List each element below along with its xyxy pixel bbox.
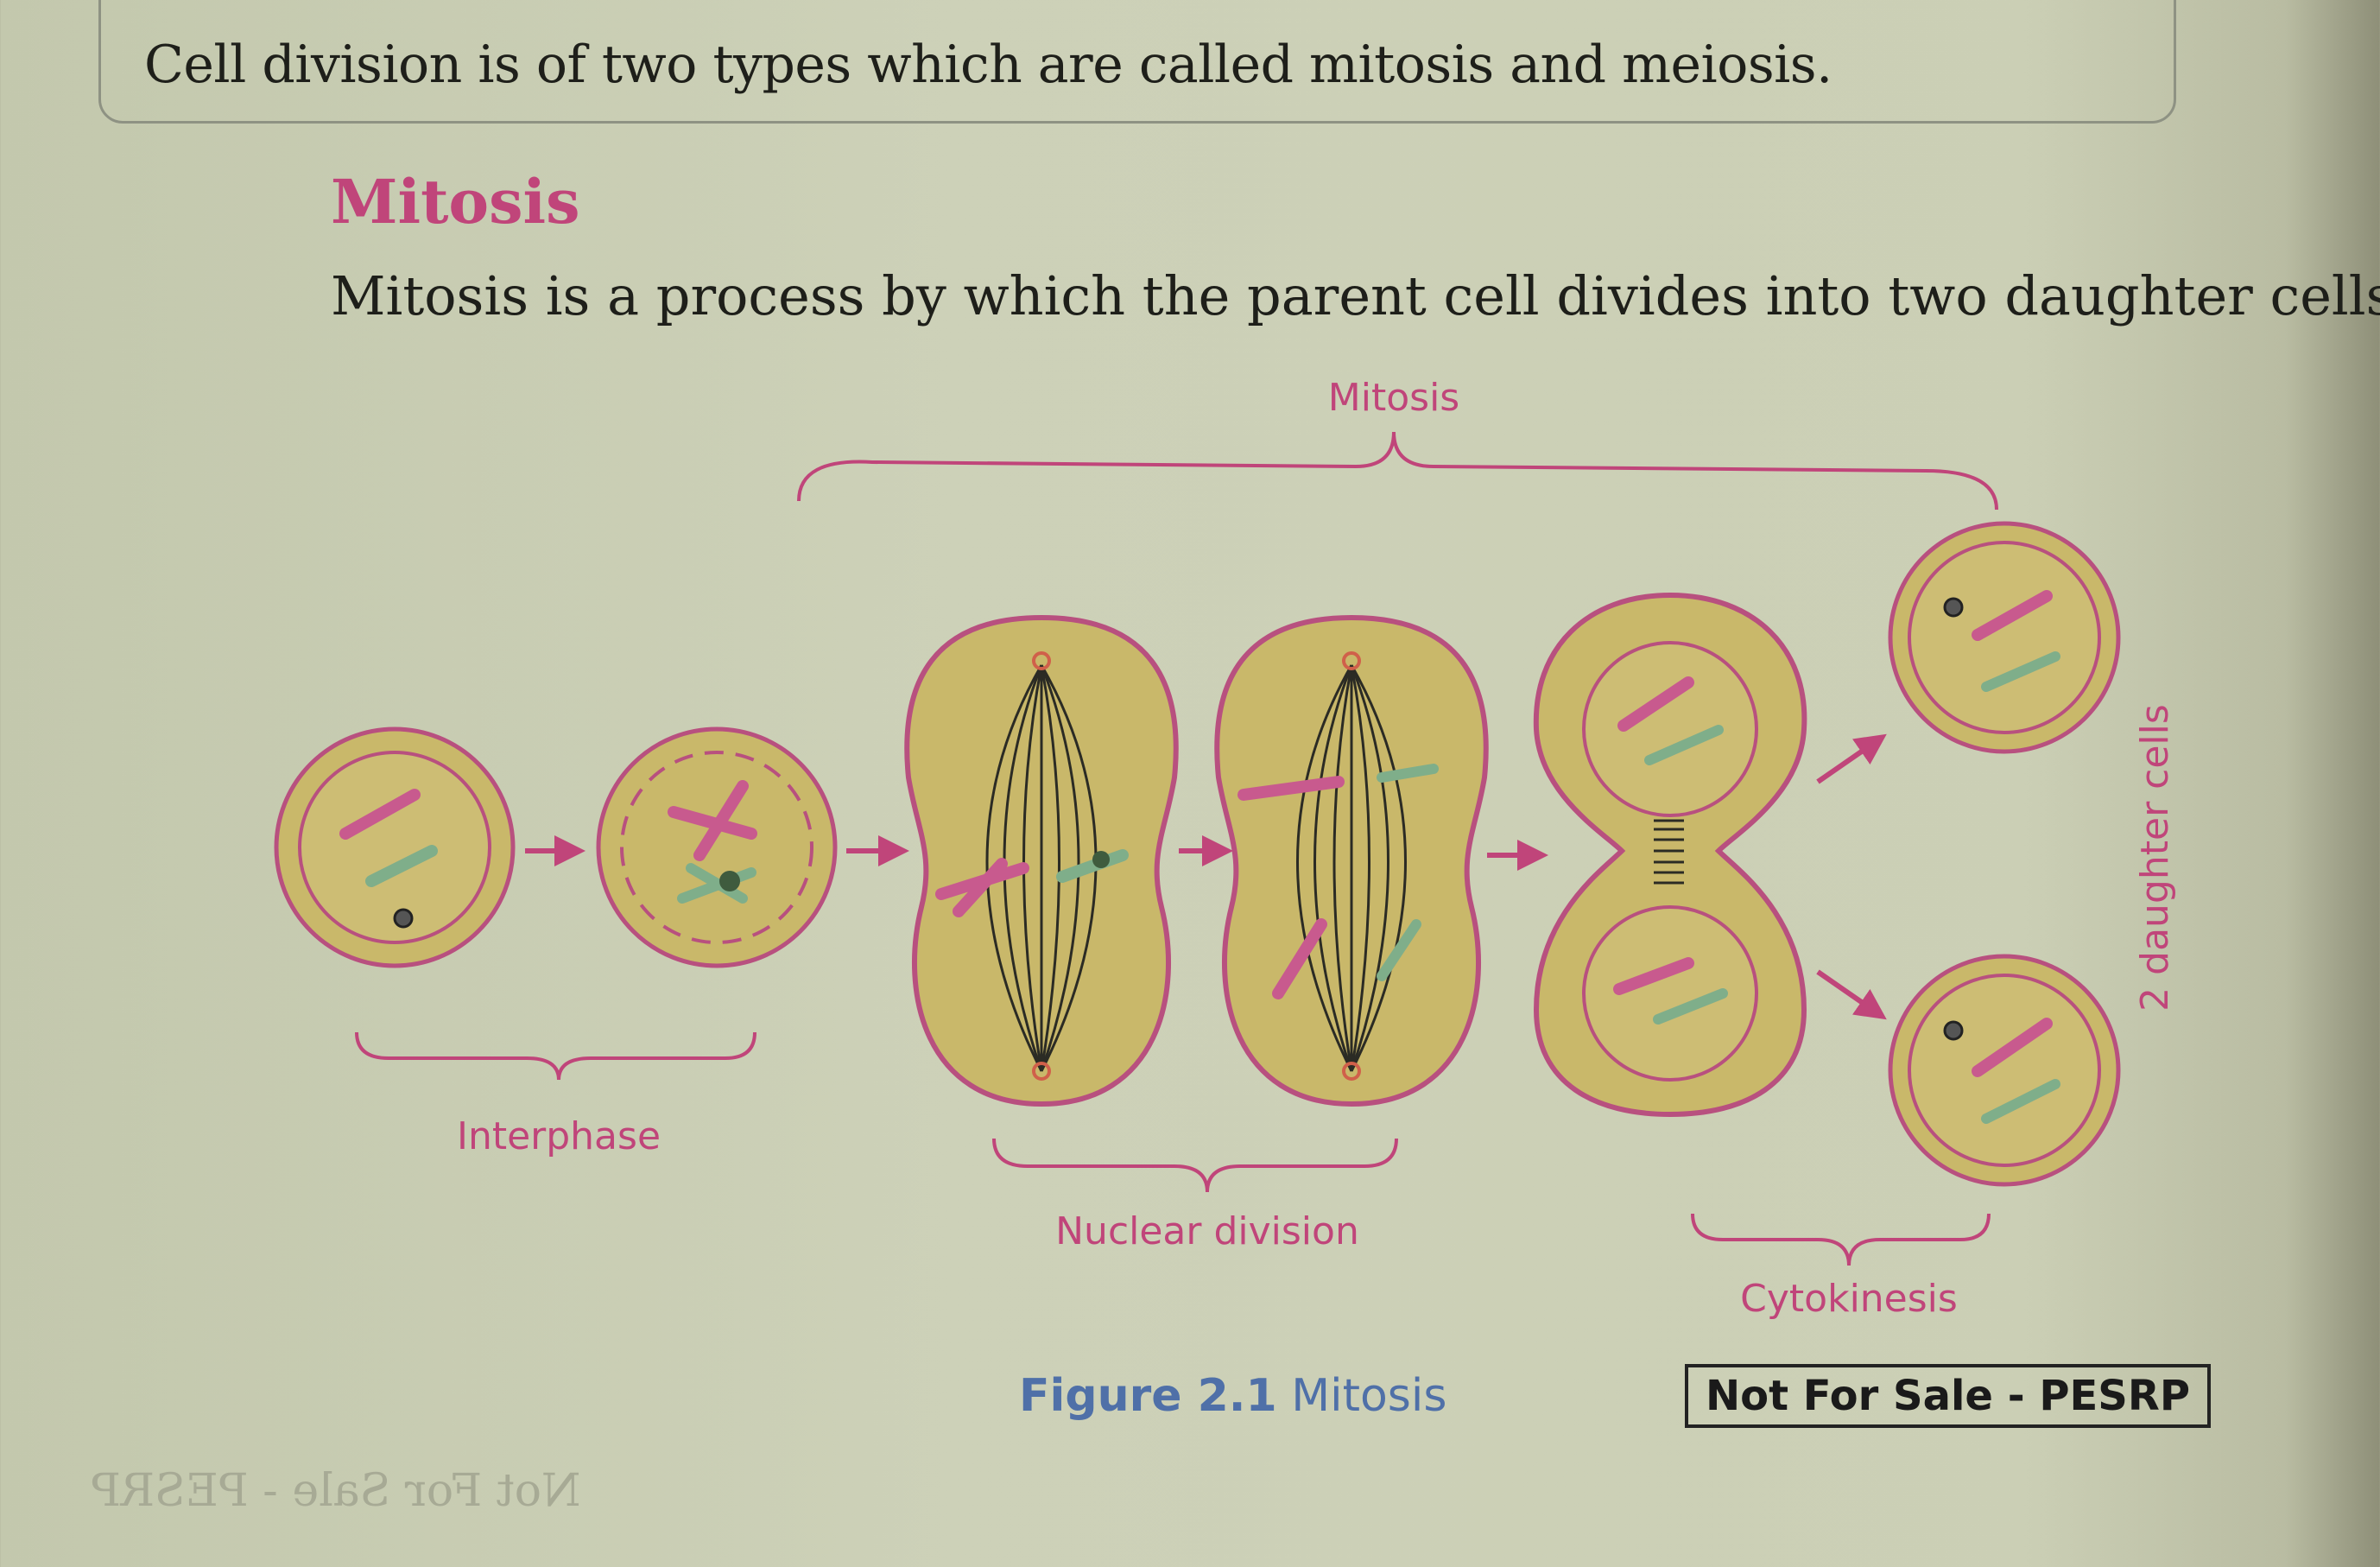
intro-box bbox=[98, 0, 2176, 124]
interphase-brace bbox=[355, 1031, 756, 1081]
not-for-sale-stamp: Not For Sale - PESRP bbox=[1685, 1364, 2211, 1428]
interphase-cell-2 bbox=[596, 726, 838, 968]
anaphase-cell bbox=[1214, 614, 1489, 1107]
mitosis-brace bbox=[797, 431, 1998, 511]
figure-title: Mitosis bbox=[1291, 1370, 1447, 1422]
definition-text: Mitosis is a process by which the parent… bbox=[331, 264, 2380, 327]
intro-text: Cell division is of two types which are … bbox=[144, 35, 1832, 95]
daughter-cells-label: 2 daughter cells bbox=[2133, 704, 2177, 1012]
bleed-through-footer: Not For Sale - PESRP bbox=[91, 1465, 581, 1517]
figure-number: Figure 2.1 bbox=[1019, 1370, 1277, 1422]
section-heading: Mitosis bbox=[331, 166, 580, 238]
nuclear-division-label: Nuclear division bbox=[1055, 1209, 1359, 1253]
cytokinesis-brace bbox=[1691, 1213, 1991, 1266]
nuclear-division-brace bbox=[992, 1138, 1398, 1193]
arrow-6 bbox=[1816, 969, 1887, 1020]
daughter-cell-bottom bbox=[1888, 954, 2121, 1187]
mitosis-label: Mitosis bbox=[1328, 376, 1459, 420]
interphase-label: Interphase bbox=[457, 1114, 661, 1158]
figure-caption: Figure 2.1 Mitosis bbox=[1019, 1370, 1446, 1422]
daughter-cell-top bbox=[1888, 521, 2121, 754]
arrow-5 bbox=[1816, 733, 1887, 784]
metaphase-cell bbox=[904, 614, 1179, 1107]
cytokinesis-cell bbox=[1533, 592, 1807, 1118]
cytokinesis-label: Cytokinesis bbox=[1740, 1277, 1958, 1321]
interphase-cell-1 bbox=[274, 726, 516, 968]
